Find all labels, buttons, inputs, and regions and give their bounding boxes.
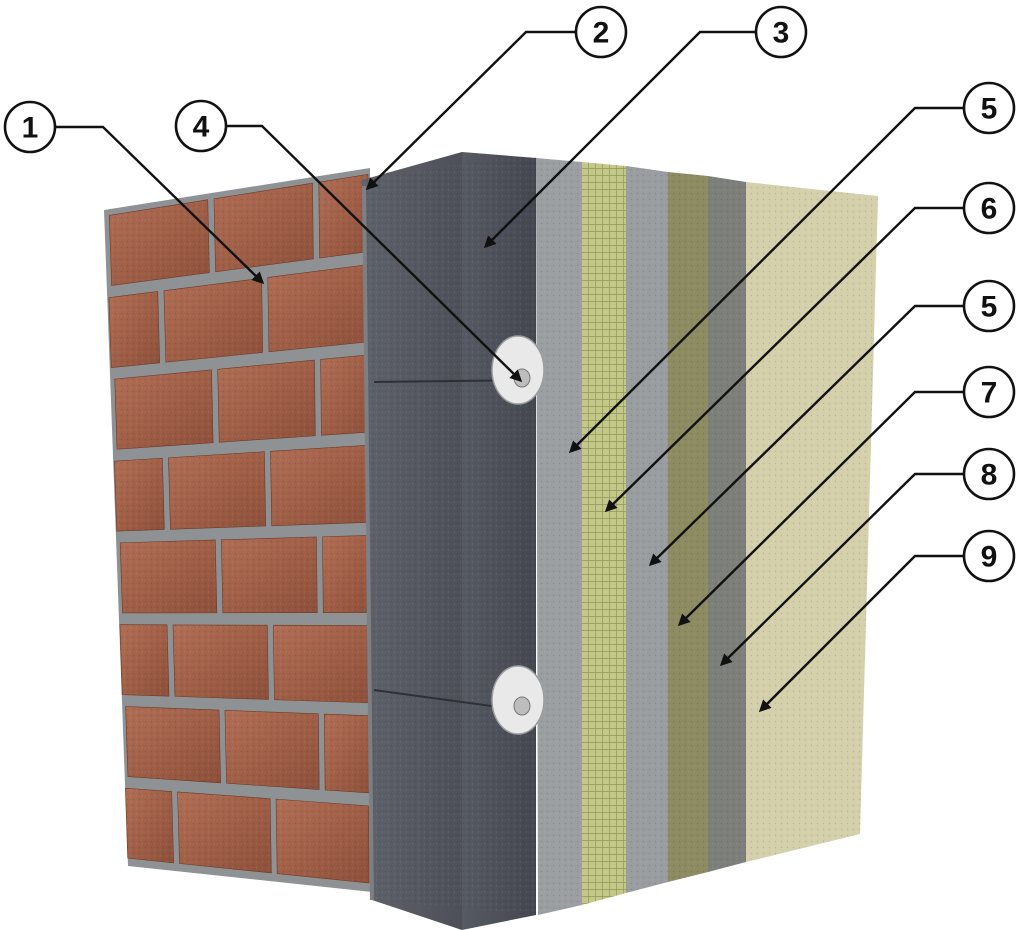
leader-line-3 (483, 30, 756, 249)
brick-texture (273, 625, 368, 703)
callout-5-lower-label: 5 (981, 291, 998, 324)
finish-plaster-texture (746, 182, 878, 862)
brick-texture (108, 291, 160, 368)
callout-5-lower: 5 (962, 279, 1016, 333)
brick-texture (214, 183, 314, 272)
callout-4: 4 (174, 99, 228, 153)
brick-texture (119, 624, 169, 697)
adhesive-edge-line (362, 185, 374, 901)
leader-line-1 (50, 125, 265, 285)
callout-3-label: 3 (773, 17, 790, 50)
leader-line-8 (719, 472, 964, 667)
callout-3: 3 (754, 5, 808, 59)
callout-5-upper-label: 5 (981, 93, 998, 126)
callout-1-label: 1 (22, 112, 39, 145)
callout-4-label: 4 (193, 111, 210, 144)
callout-1-circle (3, 100, 57, 154)
callout-8-circle (962, 447, 1016, 501)
insulation-texture (362, 152, 536, 915)
brick-texture (276, 799, 370, 884)
callout-9: 9 (962, 529, 1016, 583)
leader-line-7 (677, 390, 964, 627)
leader-line-5-upper (568, 106, 964, 454)
callout-5-upper: 5 (962, 81, 1016, 135)
callout-5-lower-circle (962, 279, 1016, 333)
brick-texture (224, 710, 320, 790)
callout-8-label: 8 (981, 459, 998, 492)
brick-texture (322, 535, 371, 613)
callout-6-circle (962, 181, 1016, 235)
callout-1: 1 (3, 100, 57, 154)
leader-line-9 (758, 554, 964, 713)
leader-line-6 (604, 206, 964, 513)
insulation-dowel-lower (491, 665, 545, 735)
brick-wall (104, 168, 372, 892)
callout-6-label: 6 (981, 193, 998, 226)
callout-7-label: 7 (981, 377, 998, 410)
callout-7: 7 (962, 365, 1016, 419)
callout-9-circle (962, 529, 1016, 583)
brick-texture (217, 360, 316, 443)
brick-texture (267, 264, 366, 352)
brick-texture (120, 539, 217, 613)
brick-texture (114, 369, 214, 450)
callout-2-circle (574, 5, 628, 59)
callout-4-circle (174, 99, 228, 153)
brick-texture (320, 354, 370, 436)
second-base-coat-texture (626, 166, 668, 893)
brick-texture (221, 536, 318, 613)
leader-line-2 (365, 30, 576, 191)
callout-7-circle (962, 365, 1016, 419)
callout-5-upper-circle (962, 81, 1016, 135)
brick-texture (109, 199, 210, 286)
insulation-dowel-upper (491, 335, 545, 405)
callout-2-label: 2 (593, 17, 610, 50)
adhesive-base-layer-texture (536, 158, 582, 915)
callout-2: 2 (574, 5, 628, 59)
brick-texture (177, 791, 272, 873)
callout-9-label: 9 (981, 541, 998, 574)
brick-texture (168, 451, 266, 530)
leader-line-5-lower (648, 304, 964, 567)
callout-3-circle (754, 5, 808, 59)
leader-line-4 (226, 124, 523, 383)
leader-lines (50, 30, 964, 713)
brick-texture (114, 458, 165, 532)
brick-texture (173, 624, 269, 700)
reinforcing-mesh (582, 162, 626, 905)
brick-texture (318, 174, 369, 259)
intermediate-coat-texture (708, 176, 746, 872)
callout-8: 8 (962, 447, 1016, 501)
insulation-board (362, 152, 537, 930)
brick-texture (125, 788, 174, 863)
brick-texture (125, 706, 221, 783)
brick-texture (324, 714, 372, 794)
callout-6: 6 (962, 181, 1016, 235)
brick-texture (270, 445, 367, 526)
brick-texture (163, 278, 263, 363)
